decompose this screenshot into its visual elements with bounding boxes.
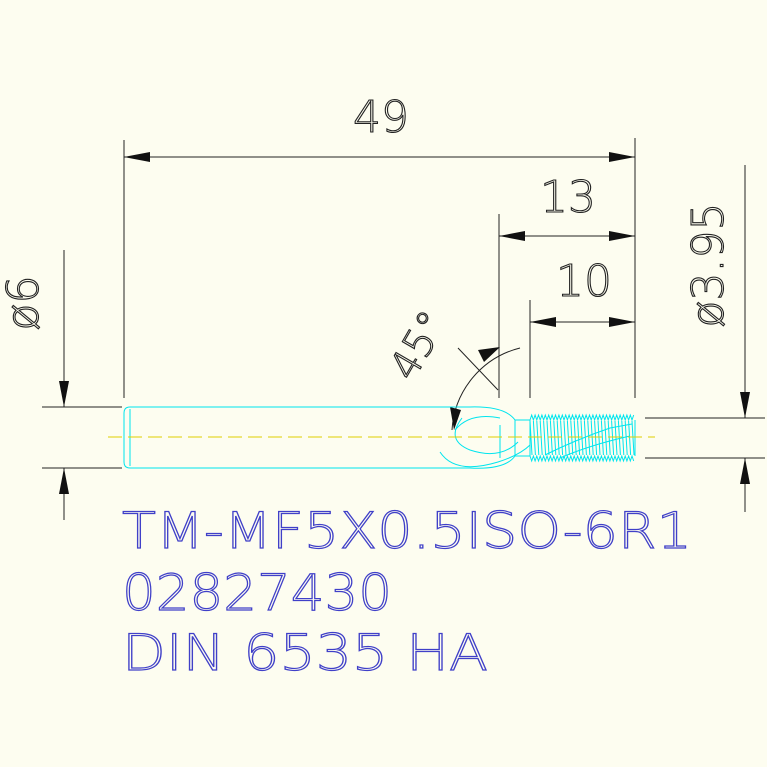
- arrow-49-left: [124, 152, 150, 162]
- thread-teeth: [529, 413, 635, 463]
- flute-curve-4: [454, 416, 501, 431]
- article-number-text: 02827430: [122, 564, 392, 622]
- dim-text-49: 49: [353, 92, 409, 143]
- thread-top-profile: [529, 413, 635, 422]
- neck-lower: [469, 455, 530, 469]
- flute-curve-2: [439, 444, 531, 468]
- arrow-angle-top: [478, 347, 500, 362]
- arrow-10-left: [530, 317, 556, 327]
- arrow-angle-bottom: [450, 407, 461, 430]
- dim-text-10: 10: [556, 256, 612, 307]
- dim-text-d6: ø6: [0, 276, 49, 331]
- angle-leader-line: [457, 347, 499, 391]
- dim-text-d395: ø3.95: [683, 203, 734, 328]
- arrow-d395-top: [740, 392, 750, 418]
- thread-flute-spiral: [544, 423, 633, 459]
- part-code-text: TM-MF5X0.5ISO-6R1: [122, 502, 692, 560]
- arrow-d395-bottom: [740, 458, 750, 484]
- arrowheads: [59, 152, 750, 494]
- flute-curve-1: [454, 417, 519, 455]
- arrow-49-right: [609, 152, 635, 162]
- arrow-13-left: [499, 231, 525, 241]
- flute-curve-3: [499, 420, 516, 458]
- angle-arc: [451, 347, 521, 431]
- tool-outline: [123, 406, 636, 469]
- shank-outline: [123, 406, 470, 469]
- dim-text-13: 13: [540, 172, 596, 223]
- standard-text: DIN 6535 HA: [122, 624, 488, 682]
- dim-text-angle: 45°: [381, 303, 456, 387]
- arrow-d6-bottom: [59, 468, 69, 494]
- arrow-10-right: [609, 317, 635, 327]
- arrow-d6-top: [59, 381, 69, 407]
- thread-bottom-profile: [529, 454, 635, 463]
- arrow-13-right: [609, 231, 635, 241]
- neck-upper: [469, 406, 530, 421]
